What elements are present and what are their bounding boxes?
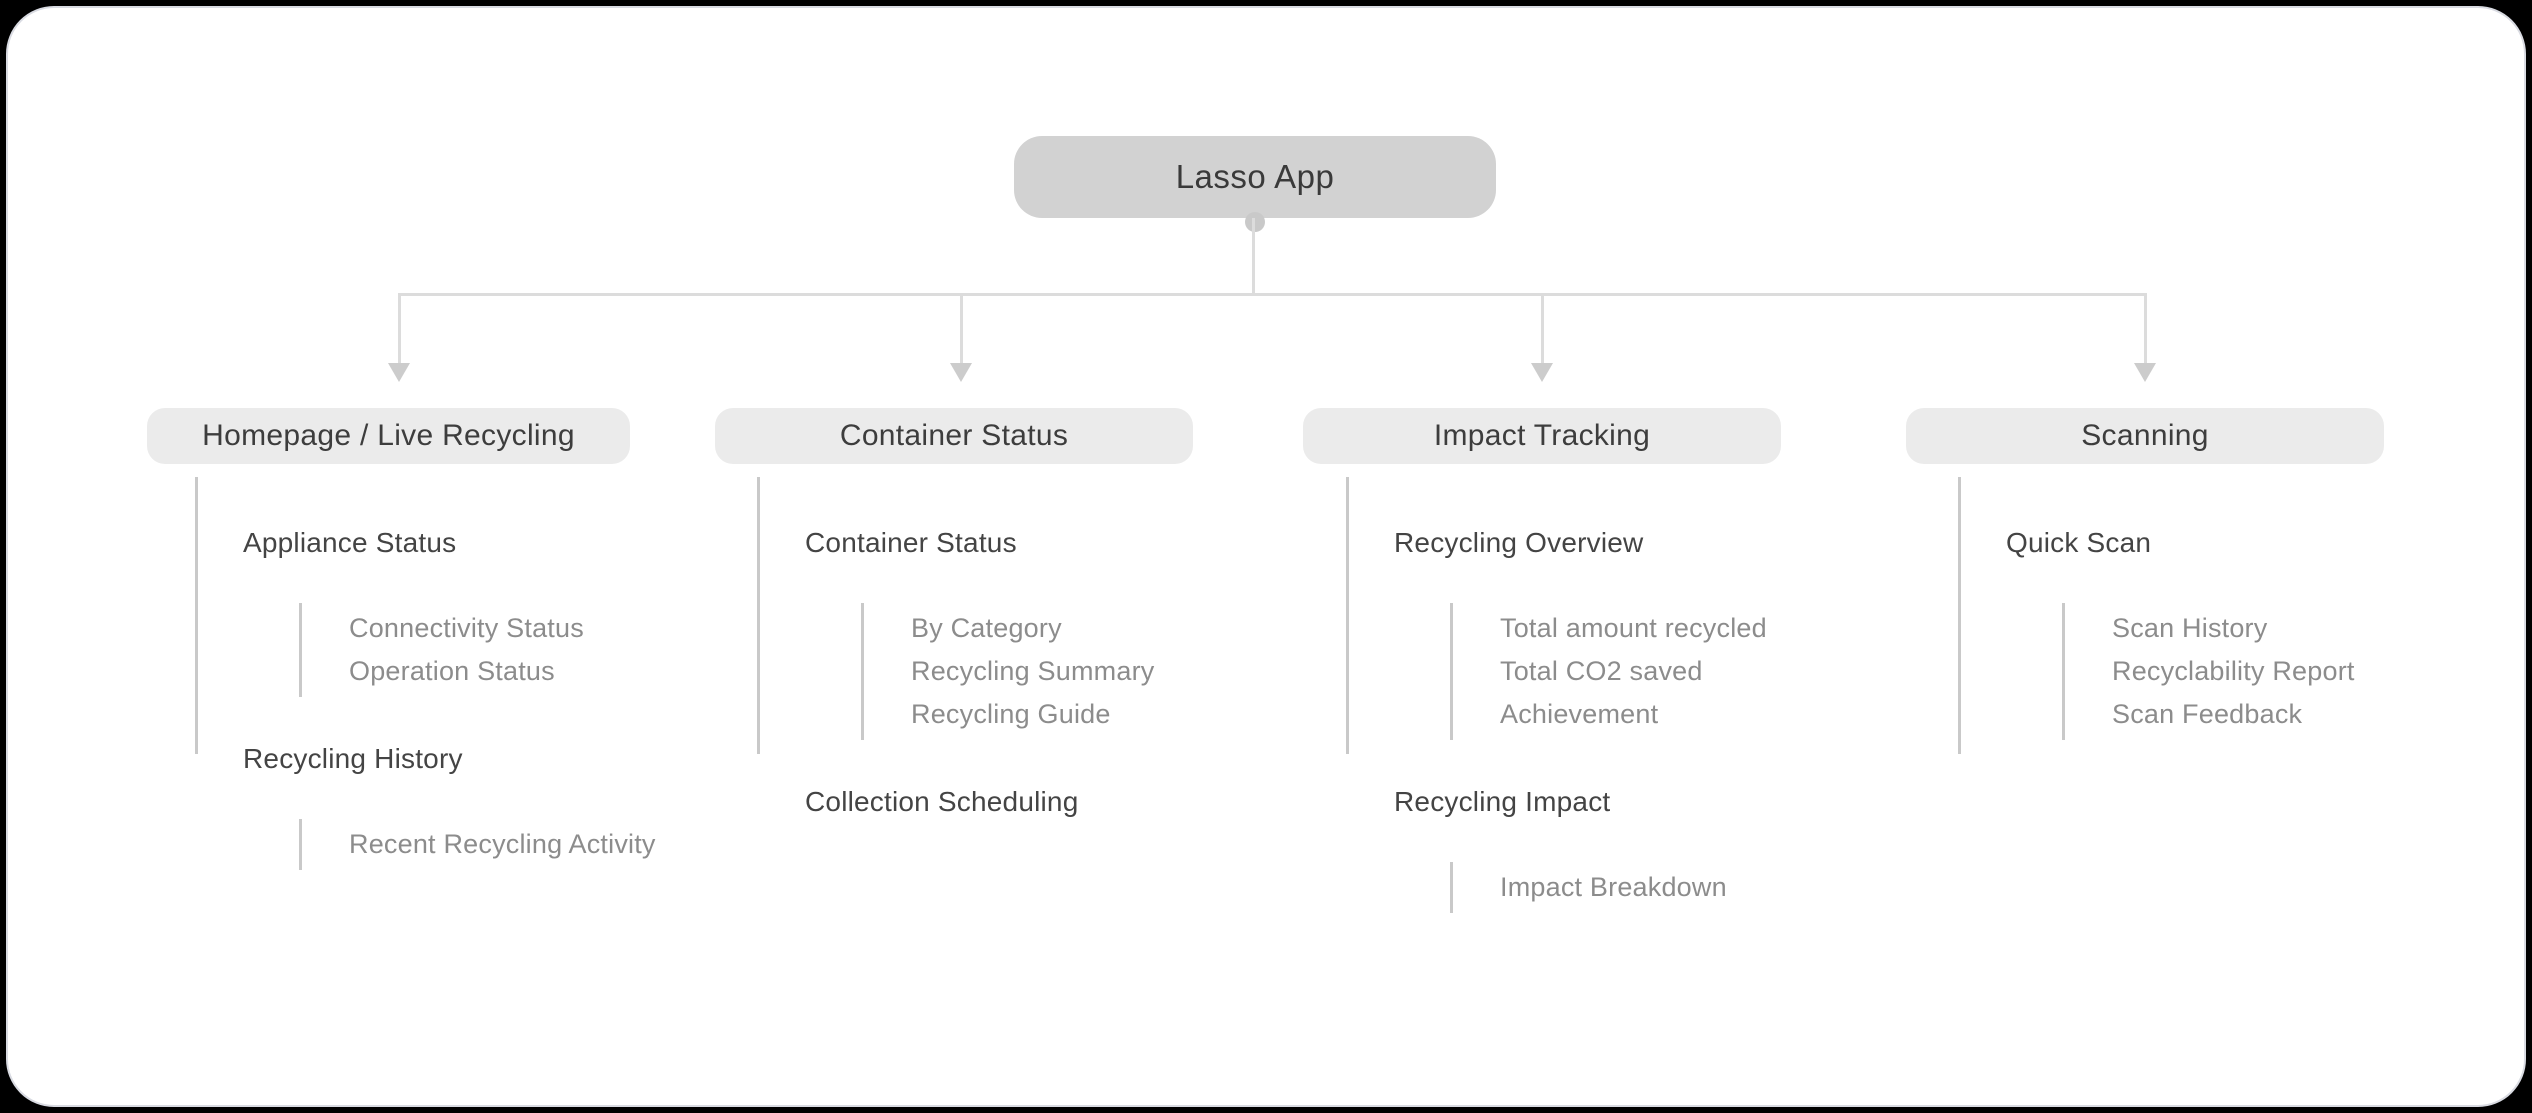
branch-header-container-status[interactable]: Container Status xyxy=(715,408,1193,464)
arrowhead-icon-3 xyxy=(1531,363,1553,382)
sub-item: Recent Recycling Activity xyxy=(349,829,656,859)
branch-header-impact-tracking[interactable]: Impact Tracking xyxy=(1303,408,1781,464)
drop-line-3 xyxy=(1541,294,1544,364)
section-label: Recycling History xyxy=(243,743,463,774)
arrowhead-icon-1 xyxy=(388,363,410,382)
arrowhead-icon-2 xyxy=(950,363,972,382)
sub-list: Impact Breakdown xyxy=(1450,862,1767,913)
section-label: Recycling Overview xyxy=(1394,527,1644,558)
section: Collection Scheduling xyxy=(805,780,1154,824)
drop-line-4 xyxy=(2144,294,2147,364)
branch-header-scanning[interactable]: Scanning xyxy=(1906,408,2384,464)
branch-header-label: Homepage / Live Recycling xyxy=(202,419,575,452)
column-guide-line-4 xyxy=(1958,477,1961,754)
root-stub-line xyxy=(1252,218,1255,294)
section-label: Recycling Impact xyxy=(1394,786,1611,817)
section: Recycling Impact Impact Breakdown xyxy=(1394,780,1767,913)
drop-line-2 xyxy=(960,294,963,364)
column-impact-tracking: Recycling Overview Total amount recycled… xyxy=(1394,521,1767,913)
sub-item: Recycling Summary xyxy=(911,656,1155,686)
sub-list: Scan History Recyclability Report Scan F… xyxy=(2062,603,2355,740)
sub-item: Total amount recycled xyxy=(1500,613,1767,643)
sub-item: Operation Status xyxy=(349,656,555,686)
drop-line-1 xyxy=(398,294,401,364)
root-connector-dot xyxy=(1245,212,1265,232)
branch-header-homepage[interactable]: Homepage / Live Recycling xyxy=(147,408,630,464)
section-label: Container Status xyxy=(805,527,1017,558)
column-guide-line-2 xyxy=(757,477,760,754)
sub-list: Total amount recycled Total CO2 saved Ac… xyxy=(1450,603,1767,740)
arrowhead-icon-4 xyxy=(2134,363,2156,382)
sub-item: Scan History xyxy=(2112,613,2268,643)
column-guide-line-1 xyxy=(195,477,198,754)
sub-item: Achievement xyxy=(1500,699,1659,729)
horizontal-connector-line xyxy=(398,293,2147,296)
branch-header-label: Container Status xyxy=(839,419,1069,452)
sub-list: By Category Recycling Summary Recycling … xyxy=(861,603,1154,740)
sub-item: Connectivity Status xyxy=(349,613,584,643)
sub-item: Impact Breakdown xyxy=(1500,872,1727,902)
sub-item: Recycling Guide xyxy=(911,699,1111,729)
column-homepage: Appliance Status Connectivity Status Ope… xyxy=(243,521,656,870)
root-node[interactable]: Lasso App xyxy=(1014,136,1496,218)
column-container-status: Container Status By Category Recycling S… xyxy=(805,521,1154,824)
section: Appliance Status Connectivity Status Ope… xyxy=(243,521,656,697)
sub-list: Recent Recycling Activity xyxy=(299,819,656,870)
section-label: Appliance Status xyxy=(243,527,457,558)
section: Recycling History Recent Recycling Activ… xyxy=(243,737,656,870)
column-guide-line-3 xyxy=(1346,477,1349,754)
sub-item: Total CO2 saved xyxy=(1500,656,1703,686)
sub-item: Recyclability Report xyxy=(2112,656,2355,686)
section: Container Status By Category Recycling S… xyxy=(805,521,1154,740)
branch-header-label: Scanning xyxy=(2081,419,2209,452)
sub-item: By Category xyxy=(911,613,1062,643)
column-scanning: Quick Scan Scan History Recyclability Re… xyxy=(2006,521,2355,740)
section: Recycling Overview Total amount recycled… xyxy=(1394,521,1767,740)
root-node-label: Lasso App xyxy=(1175,158,1335,195)
section-label: Collection Scheduling xyxy=(805,786,1079,817)
branch-header-label: Impact Tracking xyxy=(1433,419,1651,452)
sub-item: Scan Feedback xyxy=(2112,699,2303,729)
sub-list: Connectivity Status Operation Status xyxy=(299,603,656,697)
section: Quick Scan Scan History Recyclability Re… xyxy=(2006,521,2355,740)
section-label: Quick Scan xyxy=(2006,527,2152,558)
